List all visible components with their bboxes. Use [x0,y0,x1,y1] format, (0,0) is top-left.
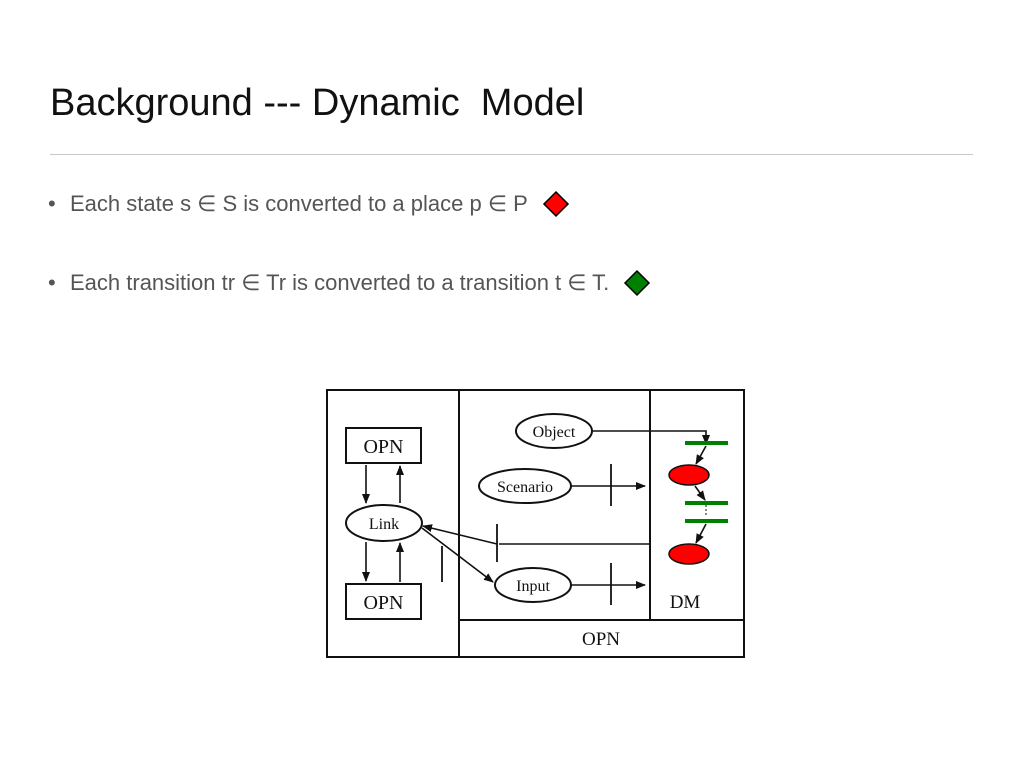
arrow-link-to-input [421,527,494,583]
title-divider [50,154,973,155]
slide-title: Background --- Dynamic Model [50,82,585,124]
bullet-dot: • [48,270,56,295]
green-diamond-icon [624,269,651,297]
dm-place-1 [668,464,710,486]
bullet-transition-to-transition: • Each transition tr ∈ Tr is converted t… [48,269,651,297]
diagram-frame [326,389,745,658]
bullet-dot: • [48,191,56,216]
opn-top-box [345,427,422,464]
red-diamond-icon [542,190,569,218]
dm-arc [695,523,707,544]
arrow-object-to-dm [592,430,710,445]
dm-arc [694,485,706,501]
input-label: Input [516,578,550,595]
bullet-text: Each transition tr ∈ Tr is converted to … [70,270,610,295]
dm-arc [695,445,707,465]
object-label: Object [533,424,576,441]
bullet-state-to-place: • Each state s ∈ S is converted to a pla… [48,190,570,218]
scenario-label: Scenario [497,479,553,496]
opn-bottom-label: OPN [363,592,403,614]
dynamic-model-diagram: OPN OPN Link Object Scenario Input DM OP… [326,389,745,658]
dm-place-2 [668,543,710,565]
bullet-text: Each state s ∈ S is converted to a place… [70,191,528,216]
arrow-dm-to-link [422,524,498,545]
link-node [345,504,423,542]
opn-bottom-box [345,583,422,620]
opn-top-label: OPN [363,436,403,458]
opn-footer-label: OPN [582,629,620,650]
dm-label: DM [670,592,701,613]
link-label: Link [369,516,399,533]
